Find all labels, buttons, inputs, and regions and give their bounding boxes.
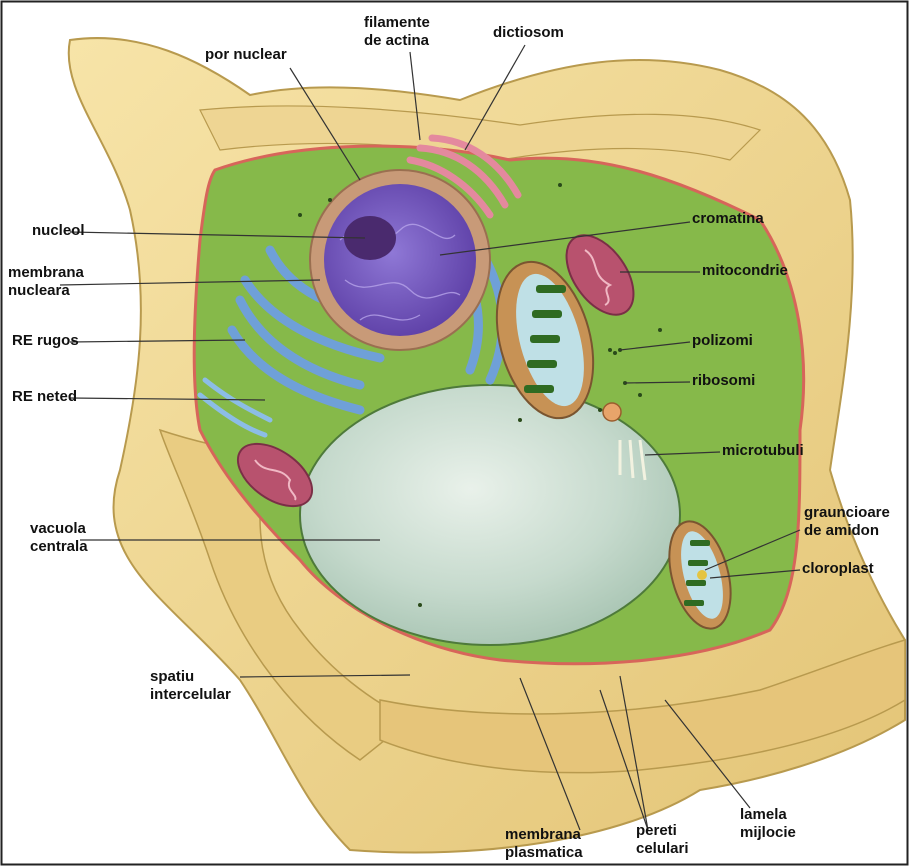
label-cromatina: cromatina	[692, 210, 764, 228]
label-polizomi: polizomi	[692, 332, 753, 350]
label-pereti-celulari: pereti celulari	[636, 822, 689, 858]
label-por-nuclear: por nuclear	[205, 46, 287, 64]
label-membrana-plasmatica: membrana plasmatica	[505, 826, 583, 862]
label-ribosomi: ribosomi	[692, 372, 755, 390]
label-nucleol: nucleol	[32, 222, 85, 240]
label-mitocondrie: mitocondrie	[702, 262, 788, 280]
label-dictiosom: dictiosom	[493, 24, 564, 42]
label-spatiu-intercelular: spatiu intercelular	[150, 668, 231, 704]
label-re-rugos: RE rugos	[12, 332, 79, 350]
label-membrana-nucleara: membrana nucleara	[8, 264, 84, 300]
label-lamela-mijlocie: lamela mijlocie	[740, 806, 796, 842]
label-microtubuli: microtubuli	[722, 442, 804, 460]
label-cloroplast: cloroplast	[802, 560, 874, 578]
label-vacuola-centrala: vacuola centrala	[30, 520, 88, 556]
label-filamente-de-actina: filamente de actina	[364, 14, 430, 50]
central-vacuole	[300, 385, 680, 645]
nucleus	[324, 184, 476, 336]
label-grauncioare-de-amidon: grauncioare de amidon	[804, 504, 890, 540]
vesicle	[603, 403, 621, 421]
label-re-neted: RE neted	[12, 388, 77, 406]
